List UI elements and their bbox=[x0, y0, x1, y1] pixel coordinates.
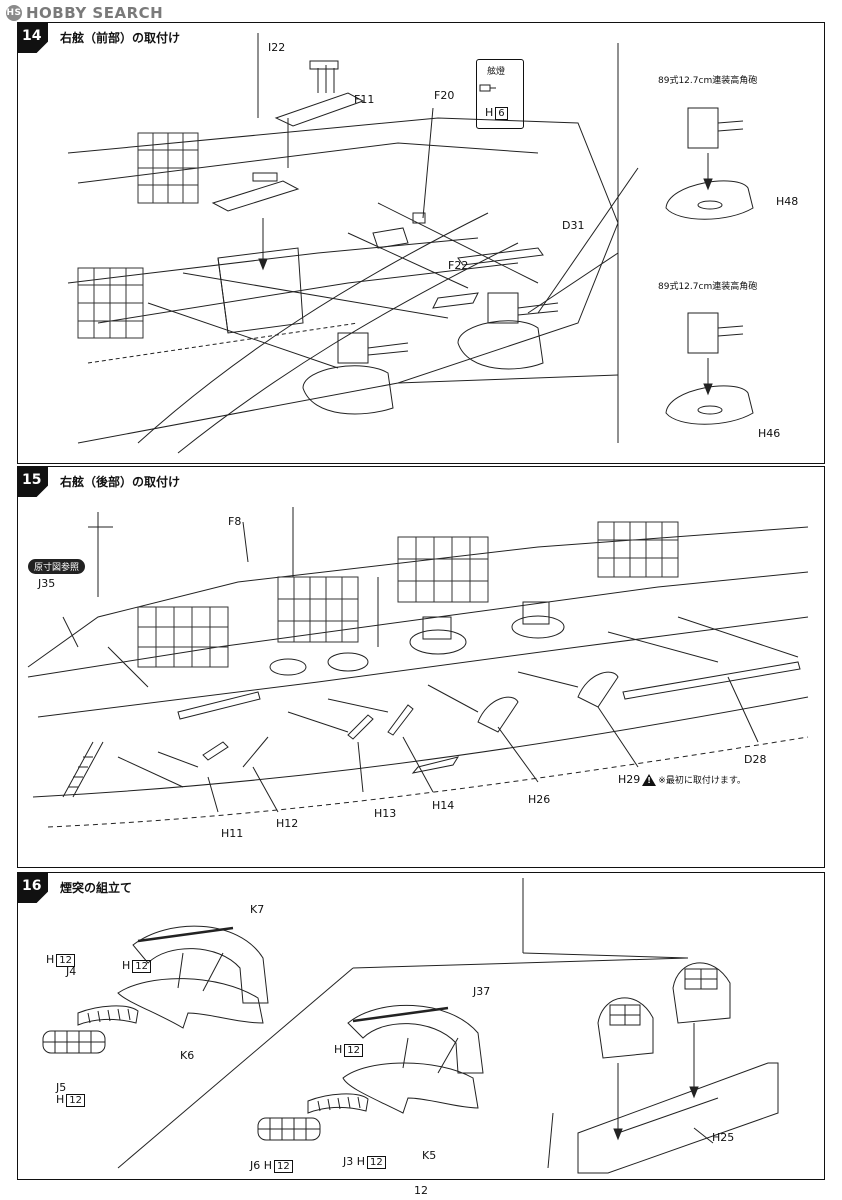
step-14-title: 右舷（前部）の取付け bbox=[60, 31, 181, 45]
part-label-h46: H46 bbox=[758, 427, 781, 440]
part-label-f20: F20 bbox=[434, 89, 455, 102]
hobbysearch-logo-icon: HS bbox=[6, 5, 22, 21]
part-label-h11: H11 bbox=[221, 827, 244, 840]
part-label-d31: D31 bbox=[562, 219, 585, 232]
part-label-h48: H48 bbox=[776, 195, 799, 208]
part-label-d28: D28 bbox=[744, 753, 767, 766]
step-15-diagram bbox=[27, 507, 809, 828]
part-label-h26: H26 bbox=[528, 793, 551, 806]
step-14-diagram bbox=[67, 33, 754, 454]
step-14-badge: 14 bbox=[18, 23, 48, 53]
part-label-k5: K5 bbox=[422, 1149, 437, 1162]
part-label-j37: J37 bbox=[473, 985, 491, 998]
step-16-diagram bbox=[42, 878, 779, 1174]
part-label-i22: I22 bbox=[268, 41, 286, 54]
part-label-h29-note: H29※最初に取付けます。 bbox=[618, 773, 746, 786]
step-15-title: 右舷（後部）の取付け bbox=[60, 475, 181, 489]
warning-icon bbox=[642, 774, 657, 786]
page-number: 12 bbox=[414, 1184, 428, 1197]
part-label-j4: J4 bbox=[66, 965, 77, 978]
part-label-h14: H14 bbox=[432, 799, 455, 812]
step-15-panel: 15 右舷（後部）の取付け bbox=[17, 466, 825, 868]
part-label-h12: H12 bbox=[276, 817, 299, 830]
hobbysearch-watermark: HS HOBBY SEARCH bbox=[6, 4, 163, 22]
part-label-f22: F22 bbox=[448, 259, 469, 272]
part-label-h25: H25 bbox=[712, 1131, 735, 1144]
ref-box-title: 舷燈 bbox=[487, 67, 506, 77]
scale-drawing-note: 原寸図参照 bbox=[28, 559, 86, 574]
step-16-panel: 16 煙突の組立て bbox=[17, 872, 825, 1180]
part-label-j5: J5 bbox=[56, 1081, 67, 1094]
step-16-title: 煙突の組立て bbox=[60, 881, 133, 895]
part-label-f11: F11 bbox=[354, 93, 375, 106]
gun-label-2: 89式12.7cm連装高角砲 bbox=[658, 282, 758, 292]
watermark-text: HOBBY SEARCH bbox=[26, 4, 164, 22]
part-label-k7: K7 bbox=[250, 903, 265, 916]
gun-label-1: 89式12.7cm連装高角砲 bbox=[658, 76, 758, 86]
step-14-panel: 14 右舷（前部）の取付け bbox=[17, 22, 825, 464]
part-label-f8: F8 bbox=[228, 515, 242, 528]
part-label-j35: J35 bbox=[38, 577, 56, 590]
part-label-k6: K6 bbox=[180, 1049, 195, 1062]
part-label-h13: H13 bbox=[374, 807, 397, 820]
